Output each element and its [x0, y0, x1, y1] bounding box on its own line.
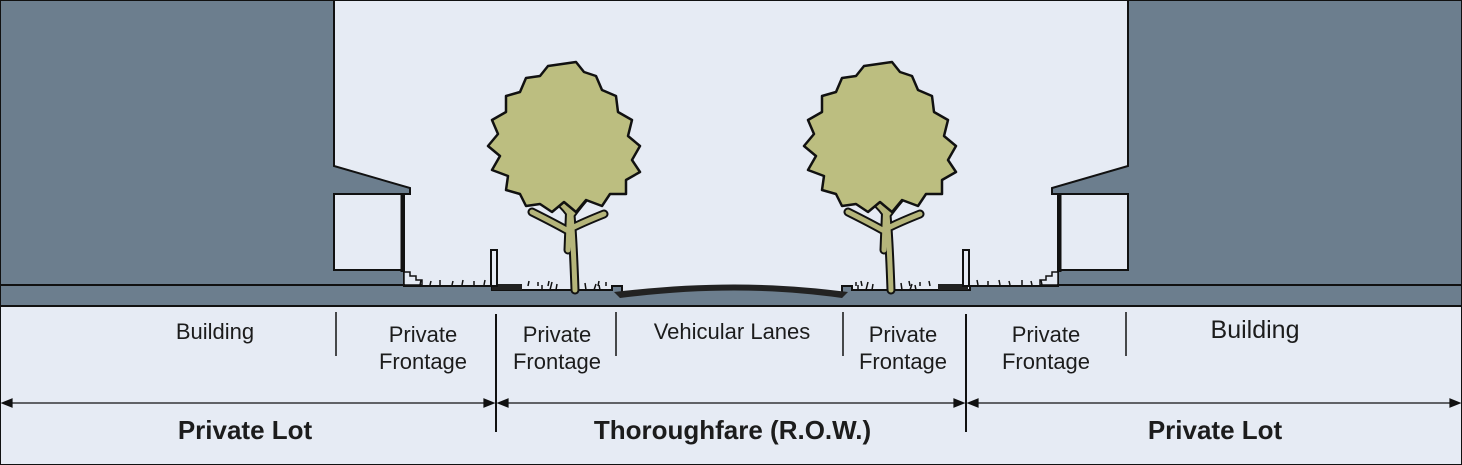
segment-frontage-right-public: Private Frontage	[843, 321, 963, 375]
segment-label-line2: Frontage	[378, 349, 468, 374]
arrowhead	[966, 398, 979, 408]
segment-label-line1: Private	[388, 322, 458, 347]
zone-private-lot-left: Private Lot	[120, 415, 370, 445]
segment-frontage-left-private: Private Frontage	[363, 321, 483, 375]
grass-left	[419, 279, 607, 287]
dimension-lines	[0, 398, 1462, 408]
segment-dividers	[335, 312, 1127, 356]
zone-label: Thoroughfare (R.O.W.)	[593, 415, 872, 445]
zone-label: Private Lot	[177, 415, 313, 445]
zone-private-lot-right: Private Lot	[1090, 415, 1340, 445]
segment-frontage-left-public: Private Frontage	[497, 321, 617, 375]
arrowhead	[483, 398, 496, 408]
zone-label: Private Lot	[1147, 415, 1283, 445]
segment-label-line2: Frontage	[512, 349, 602, 374]
zone-dividers	[495, 314, 967, 432]
segment-vehicular-lanes: Vehicular Lanes	[632, 318, 832, 345]
segment-frontage-right-private: Private Frontage	[986, 321, 1106, 375]
arrowhead	[0, 398, 13, 408]
segment-label: Vehicular Lanes	[653, 319, 811, 344]
segment-building-left: Building	[140, 318, 290, 345]
curb-left	[492, 284, 522, 290]
fence-post-right-icon	[962, 249, 970, 287]
segment-label-line2: Frontage	[1001, 349, 1091, 374]
porch-right-icon	[1057, 193, 1129, 271]
arrowhead	[496, 398, 509, 408]
segment-label: Building	[175, 319, 255, 344]
curb-right	[938, 284, 968, 290]
segment-label-line2: Frontage	[858, 349, 948, 374]
arrowhead	[1449, 398, 1462, 408]
segment-label: Building	[1210, 316, 1300, 344]
fence-post-left-icon	[490, 249, 498, 287]
porch-left-icon	[333, 193, 405, 271]
segment-building-right: Building	[1180, 317, 1330, 344]
road-surface	[614, 284, 848, 298]
zone-thoroughfare: Thoroughfare (R.O.W.)	[560, 415, 905, 445]
arrowhead	[953, 398, 966, 408]
grass-right	[855, 279, 1043, 287]
segment-label-line1: Private	[1011, 322, 1081, 347]
segment-label-line1: Private	[868, 322, 938, 347]
segment-label-line1: Private	[522, 322, 592, 347]
